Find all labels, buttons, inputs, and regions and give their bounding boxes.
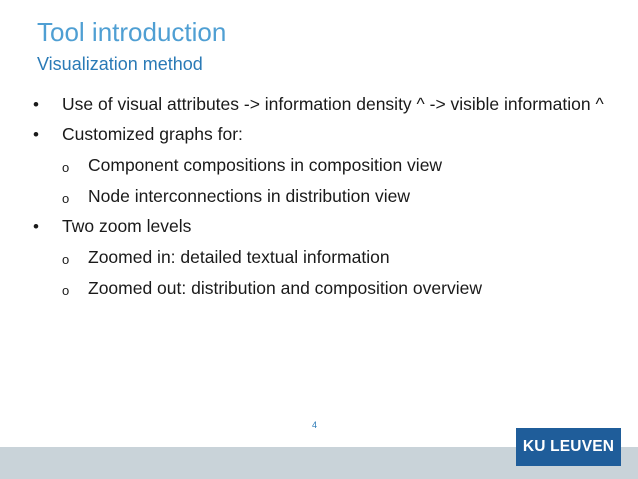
ku-leuven-logo: KU LEUVEN (516, 428, 621, 466)
sub-list-item: o Node interconnections in distribution … (26, 185, 606, 208)
bullet-icon: • (33, 95, 39, 114)
bullet-list: • Use of visual attributes -> informatio… (26, 93, 606, 300)
sub-list-item: o Zoomed in: detailed textual informatio… (26, 246, 606, 269)
list-item-text: Component compositions in composition vi… (88, 155, 443, 175)
list-item: • Two zoom levels (26, 215, 606, 238)
list-item-text: Use of visual attributes -> information … (62, 94, 604, 114)
page-number: 4 (312, 420, 318, 430)
list-item-text: Zoomed in: detailed textual information (88, 247, 390, 267)
list-item-text: Zoomed out: distribution and composition… (88, 278, 482, 298)
list-item: • Customized graphs for: (26, 123, 606, 146)
slide-subtitle: Visualization method (37, 54, 203, 74)
hollow-bullet-icon: o (62, 283, 70, 298)
list-item-text: Customized graphs for: (62, 124, 243, 144)
bullet-icon: • (33, 125, 39, 144)
hollow-bullet-icon: o (62, 252, 70, 267)
bullet-icon: • (33, 217, 39, 236)
slide-title: Tool introduction (37, 17, 227, 47)
sub-list-item: o Component compositions in composition … (26, 154, 606, 177)
hollow-bullet-icon: o (62, 160, 70, 175)
sub-list-item: o Zoomed out: distribution and compositi… (26, 277, 606, 300)
list-item: • Use of visual attributes -> informatio… (26, 93, 606, 116)
list-item-text: Node interconnections in distribution vi… (88, 186, 410, 206)
hollow-bullet-icon: o (62, 191, 70, 206)
list-item-text: Two zoom levels (62, 216, 192, 236)
